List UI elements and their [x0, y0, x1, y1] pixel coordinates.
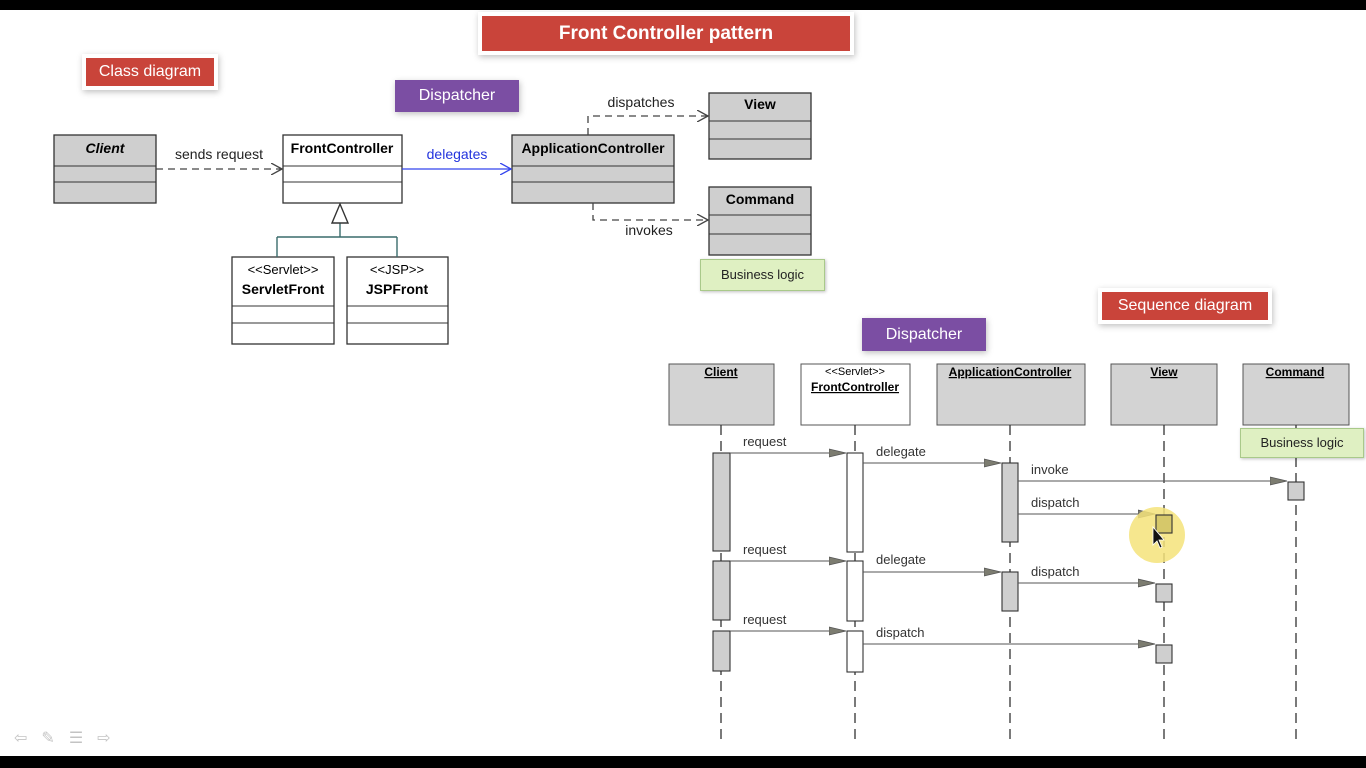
message-dispatch-2-label: dispatch — [1031, 564, 1079, 579]
lifeline-command-label: Command — [1266, 365, 1325, 379]
activation-front-1 — [846, 452, 864, 553]
activation-client-3 — [712, 630, 731, 672]
message-delegate-1-label: delegate — [876, 444, 926, 459]
delegates-label: delegates — [427, 146, 488, 162]
client-class: Client — [53, 134, 157, 204]
activation-client-2 — [712, 560, 731, 621]
jsp-front-name: JSPFront — [366, 281, 429, 297]
dispatches-relation: dispatches — [587, 94, 708, 135]
front-controller-class: FrontController — [282, 134, 403, 204]
activation-view-2 — [1155, 583, 1173, 603]
dispatcher-label-class: Dispatcher — [395, 80, 519, 112]
menu-icon[interactable]: ☰ — [68, 730, 84, 747]
command-class-name: Command — [726, 191, 794, 207]
application-controller-class: ApplicationController — [511, 134, 675, 204]
jsp-front-stereotype: <<JSP>> — [370, 262, 424, 277]
activation-front-2 — [846, 560, 864, 622]
message-invoke-label: invoke — [1031, 462, 1069, 477]
message-request-3-label: request — [743, 612, 787, 627]
sequence-messages — [730, 453, 1287, 644]
servlet-front-stereotype: <<Servlet>> — [248, 262, 319, 277]
sends-request-relation: sends request — [156, 146, 282, 169]
application-controller-class-name: ApplicationController — [521, 140, 665, 156]
page-title: Front Controller pattern — [482, 16, 850, 51]
lifeline-view-head: View — [1110, 363, 1218, 426]
lifeline-client-head: Client — [668, 363, 775, 426]
activation-view-3 — [1155, 644, 1173, 664]
class-diagram-label: Class diagram — [86, 58, 214, 86]
front-controller-class-name: FrontController — [291, 140, 394, 156]
forward-arrow-icon[interactable]: ⇨ — [97, 730, 111, 747]
cursor-highlight — [1129, 507, 1185, 563]
dispatches-label: dispatches — [608, 94, 675, 110]
activation-appctrl-1 — [1001, 462, 1019, 543]
lifeline-command-head: Command — [1242, 363, 1350, 426]
message-dispatch-3-label: dispatch — [876, 625, 924, 640]
delegates-relation: delegates — [402, 146, 511, 169]
activation-client-1 — [712, 452, 731, 552]
client-class-name: Client — [86, 140, 126, 156]
message-dispatch-1-label: dispatch — [1031, 495, 1079, 510]
message-delegate-2-label: delegate — [876, 552, 926, 567]
activation-front-3 — [846, 630, 864, 673]
command-class: Command — [708, 186, 812, 256]
lifeline-application-controller-head: ApplicationController — [936, 363, 1086, 426]
back-arrow-icon[interactable]: ⇦ — [14, 730, 28, 747]
lifeline-front-controller-stereotype: <<Servlet>> — [825, 366, 885, 378]
business-logic-note-sequence: Business logic — [1240, 428, 1364, 458]
servlet-front-name: ServletFront — [242, 281, 325, 297]
activation-bars — [712, 452, 1305, 673]
activation-command-1 — [1287, 481, 1305, 501]
lifeline-front-controller-head: <<Servlet>> FrontController — [800, 363, 911, 426]
jsp-front-class: <<JSP>> JSPFront — [346, 256, 449, 345]
invokes-relation: invokes — [592, 203, 708, 238]
message-request-1-label: request — [743, 434, 787, 449]
lifeline-front-controller-label: FrontController — [811, 380, 899, 394]
invokes-label: invokes — [625, 222, 672, 238]
view-class-name: View — [744, 96, 776, 112]
message-request-2-label: request — [743, 542, 787, 557]
lifeline-view-label: View — [1150, 365, 1178, 379]
inheritance-connector — [276, 202, 398, 257]
lifeline-application-controller-label: ApplicationController — [949, 365, 1072, 379]
servlet-front-class: <<Servlet>> ServletFront — [231, 256, 335, 345]
view-class: View — [708, 92, 812, 160]
business-logic-note-class: Business logic — [700, 259, 825, 291]
mouse-pointer-icon — [1152, 525, 1165, 549]
lifeline-client-label: Client — [704, 365, 737, 379]
sends-request-label: sends request — [175, 146, 263, 162]
sequence-message-labels: request delegate invoke dispatch request… — [743, 434, 1079, 640]
dispatcher-label-sequence: Dispatcher — [862, 318, 986, 351]
sequence-diagram-label: Sequence diagram — [1102, 292, 1268, 320]
activation-appctrl-2 — [1001, 571, 1019, 612]
slide-nav: ⇦ ✎ ☰ ⇨ — [14, 728, 111, 748]
slide: Front Controller pattern Class diagram D… — [0, 10, 1366, 756]
pen-icon[interactable]: ✎ — [41, 730, 55, 747]
diagram-canvas: Client FrontController ApplicationContro… — [53, 92, 1350, 745]
